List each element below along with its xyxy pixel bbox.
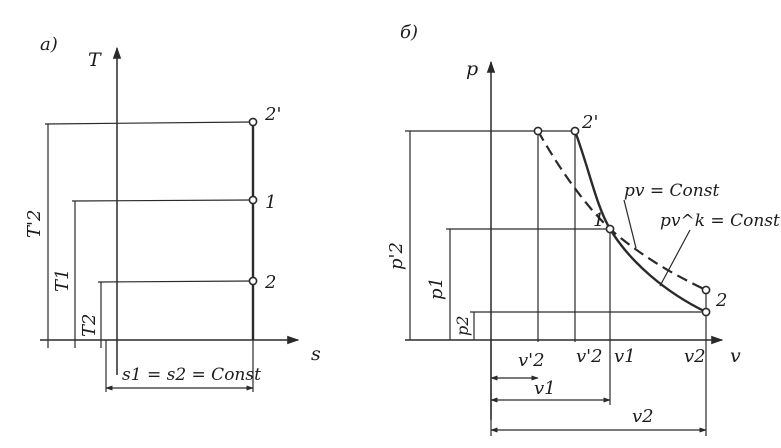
v-axis-label: v bbox=[730, 345, 741, 367]
point-2prime bbox=[248, 117, 258, 127]
label-T1: T1 bbox=[52, 269, 73, 292]
pv-point-2prime bbox=[570, 126, 580, 136]
point-1 bbox=[248, 195, 258, 205]
panel-a-label: а) bbox=[40, 34, 58, 55]
pv-point-2prime-label: 2' bbox=[581, 112, 598, 133]
t-axis-label: T bbox=[88, 49, 102, 71]
tick-v2prime-dash: v'2 bbox=[518, 350, 545, 371]
panel-a-ts-diagram: а) T s T'2 T1 T2 2' 1 2 s1 = s2 = Const bbox=[24, 34, 321, 392]
s-axis-label: s bbox=[311, 343, 321, 365]
point-2prime-label: 2' bbox=[264, 104, 281, 125]
label-T2: T2 bbox=[79, 314, 100, 337]
point-2 bbox=[248, 276, 258, 286]
adiabat-leader bbox=[659, 229, 691, 287]
point-2-label: 2 bbox=[264, 272, 276, 293]
entropy-label: s1 = s2 = Const bbox=[122, 365, 261, 385]
tick-v2: v2 bbox=[684, 346, 706, 367]
label-p2: p2 bbox=[453, 316, 472, 336]
label-p1: p1 bbox=[426, 277, 447, 300]
pv-point-1-label: 1 bbox=[593, 210, 604, 231]
panel-b-pv-diagram: б) p v p'2 p1 p2 2' 1 2 bbox=[386, 22, 780, 436]
isotherm-label: pv = Const bbox=[624, 181, 719, 201]
leader-2 bbox=[97, 280, 254, 283]
panel-b-label: б) bbox=[400, 22, 418, 43]
p-axis-label: p bbox=[466, 58, 478, 80]
pv-point-2 bbox=[701, 307, 711, 317]
label-T2prime: T'2 bbox=[24, 210, 45, 238]
point-1-label: 1 bbox=[265, 192, 276, 213]
label-p2prime: p'2 bbox=[386, 242, 407, 270]
tick-v2prime: v'2 bbox=[576, 346, 603, 367]
pv-point-2-label: 2 bbox=[715, 290, 727, 311]
pv-point-2-dash bbox=[701, 285, 711, 295]
pv-point-1 bbox=[605, 224, 615, 234]
label-v1: v1 bbox=[534, 378, 556, 399]
isotherm-leader bbox=[623, 199, 637, 249]
adiabat-label: pv^k = Const bbox=[660, 211, 780, 231]
leader-1 bbox=[71, 199, 254, 202]
label-v2: v2 bbox=[632, 406, 654, 427]
leader-2prime bbox=[44, 121, 254, 125]
point-v2prime-dash bbox=[533, 126, 543, 136]
tick-v1: v1 bbox=[614, 346, 636, 367]
